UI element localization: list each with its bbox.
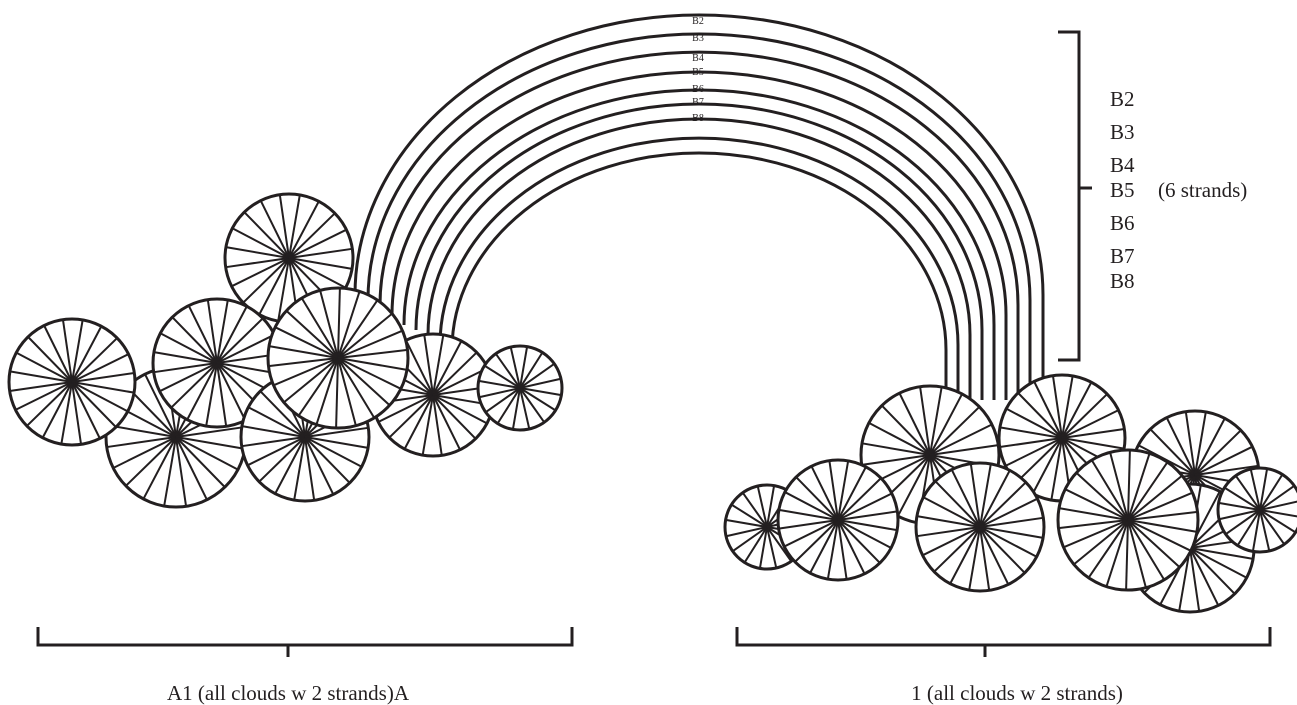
arc-label-b2: B2 xyxy=(692,16,704,27)
legend-item-b7: B7 xyxy=(1110,244,1135,268)
legend-list: B2 B3 B4 B5 (6 strands) B6 B7 B8 xyxy=(1110,87,1247,293)
left-cloud-2 xyxy=(9,319,135,445)
legend-item-b3: B3 xyxy=(1110,120,1135,144)
right-cloud-cluster xyxy=(725,375,1297,612)
left-caption: A1 (all clouds w 2 strands)A xyxy=(167,681,410,705)
arc-label-b4: B4 xyxy=(692,53,704,64)
left-cloud-8 xyxy=(268,288,408,428)
right-cloud-9 xyxy=(1058,450,1198,590)
legend-item-b4: B4 xyxy=(1110,153,1135,177)
right-cloud-5 xyxy=(778,460,898,580)
legend-item-b2: B2 xyxy=(1110,87,1135,111)
legend-bracket xyxy=(1058,32,1092,360)
left-cloud-cluster xyxy=(9,194,562,507)
arc-label-b8: B8 xyxy=(692,113,704,124)
right-bracket xyxy=(737,627,1270,657)
left-cloud-7 xyxy=(478,346,562,430)
legend-item-b6: B6 xyxy=(1110,211,1135,235)
right-caption: 1 (all clouds w 2 strands) xyxy=(911,681,1123,705)
right-cloud-6 xyxy=(916,463,1044,591)
arc-label-b6: B6 xyxy=(692,84,704,95)
legend-item-b5: B5 xyxy=(1110,178,1135,202)
arc-label-b3: B3 xyxy=(692,33,704,44)
right-cloud-8 xyxy=(1218,468,1297,552)
legend-note: (6 strands) xyxy=(1158,178,1247,202)
legend-item-b8: B8 xyxy=(1110,269,1135,293)
arc-label-b7: B7 xyxy=(692,97,704,108)
arc-label-group: B2 B3 B4 B5 B6 B7 B8 xyxy=(692,16,704,124)
left-bracket xyxy=(38,627,572,657)
arc-label-b5: B5 xyxy=(692,67,704,78)
